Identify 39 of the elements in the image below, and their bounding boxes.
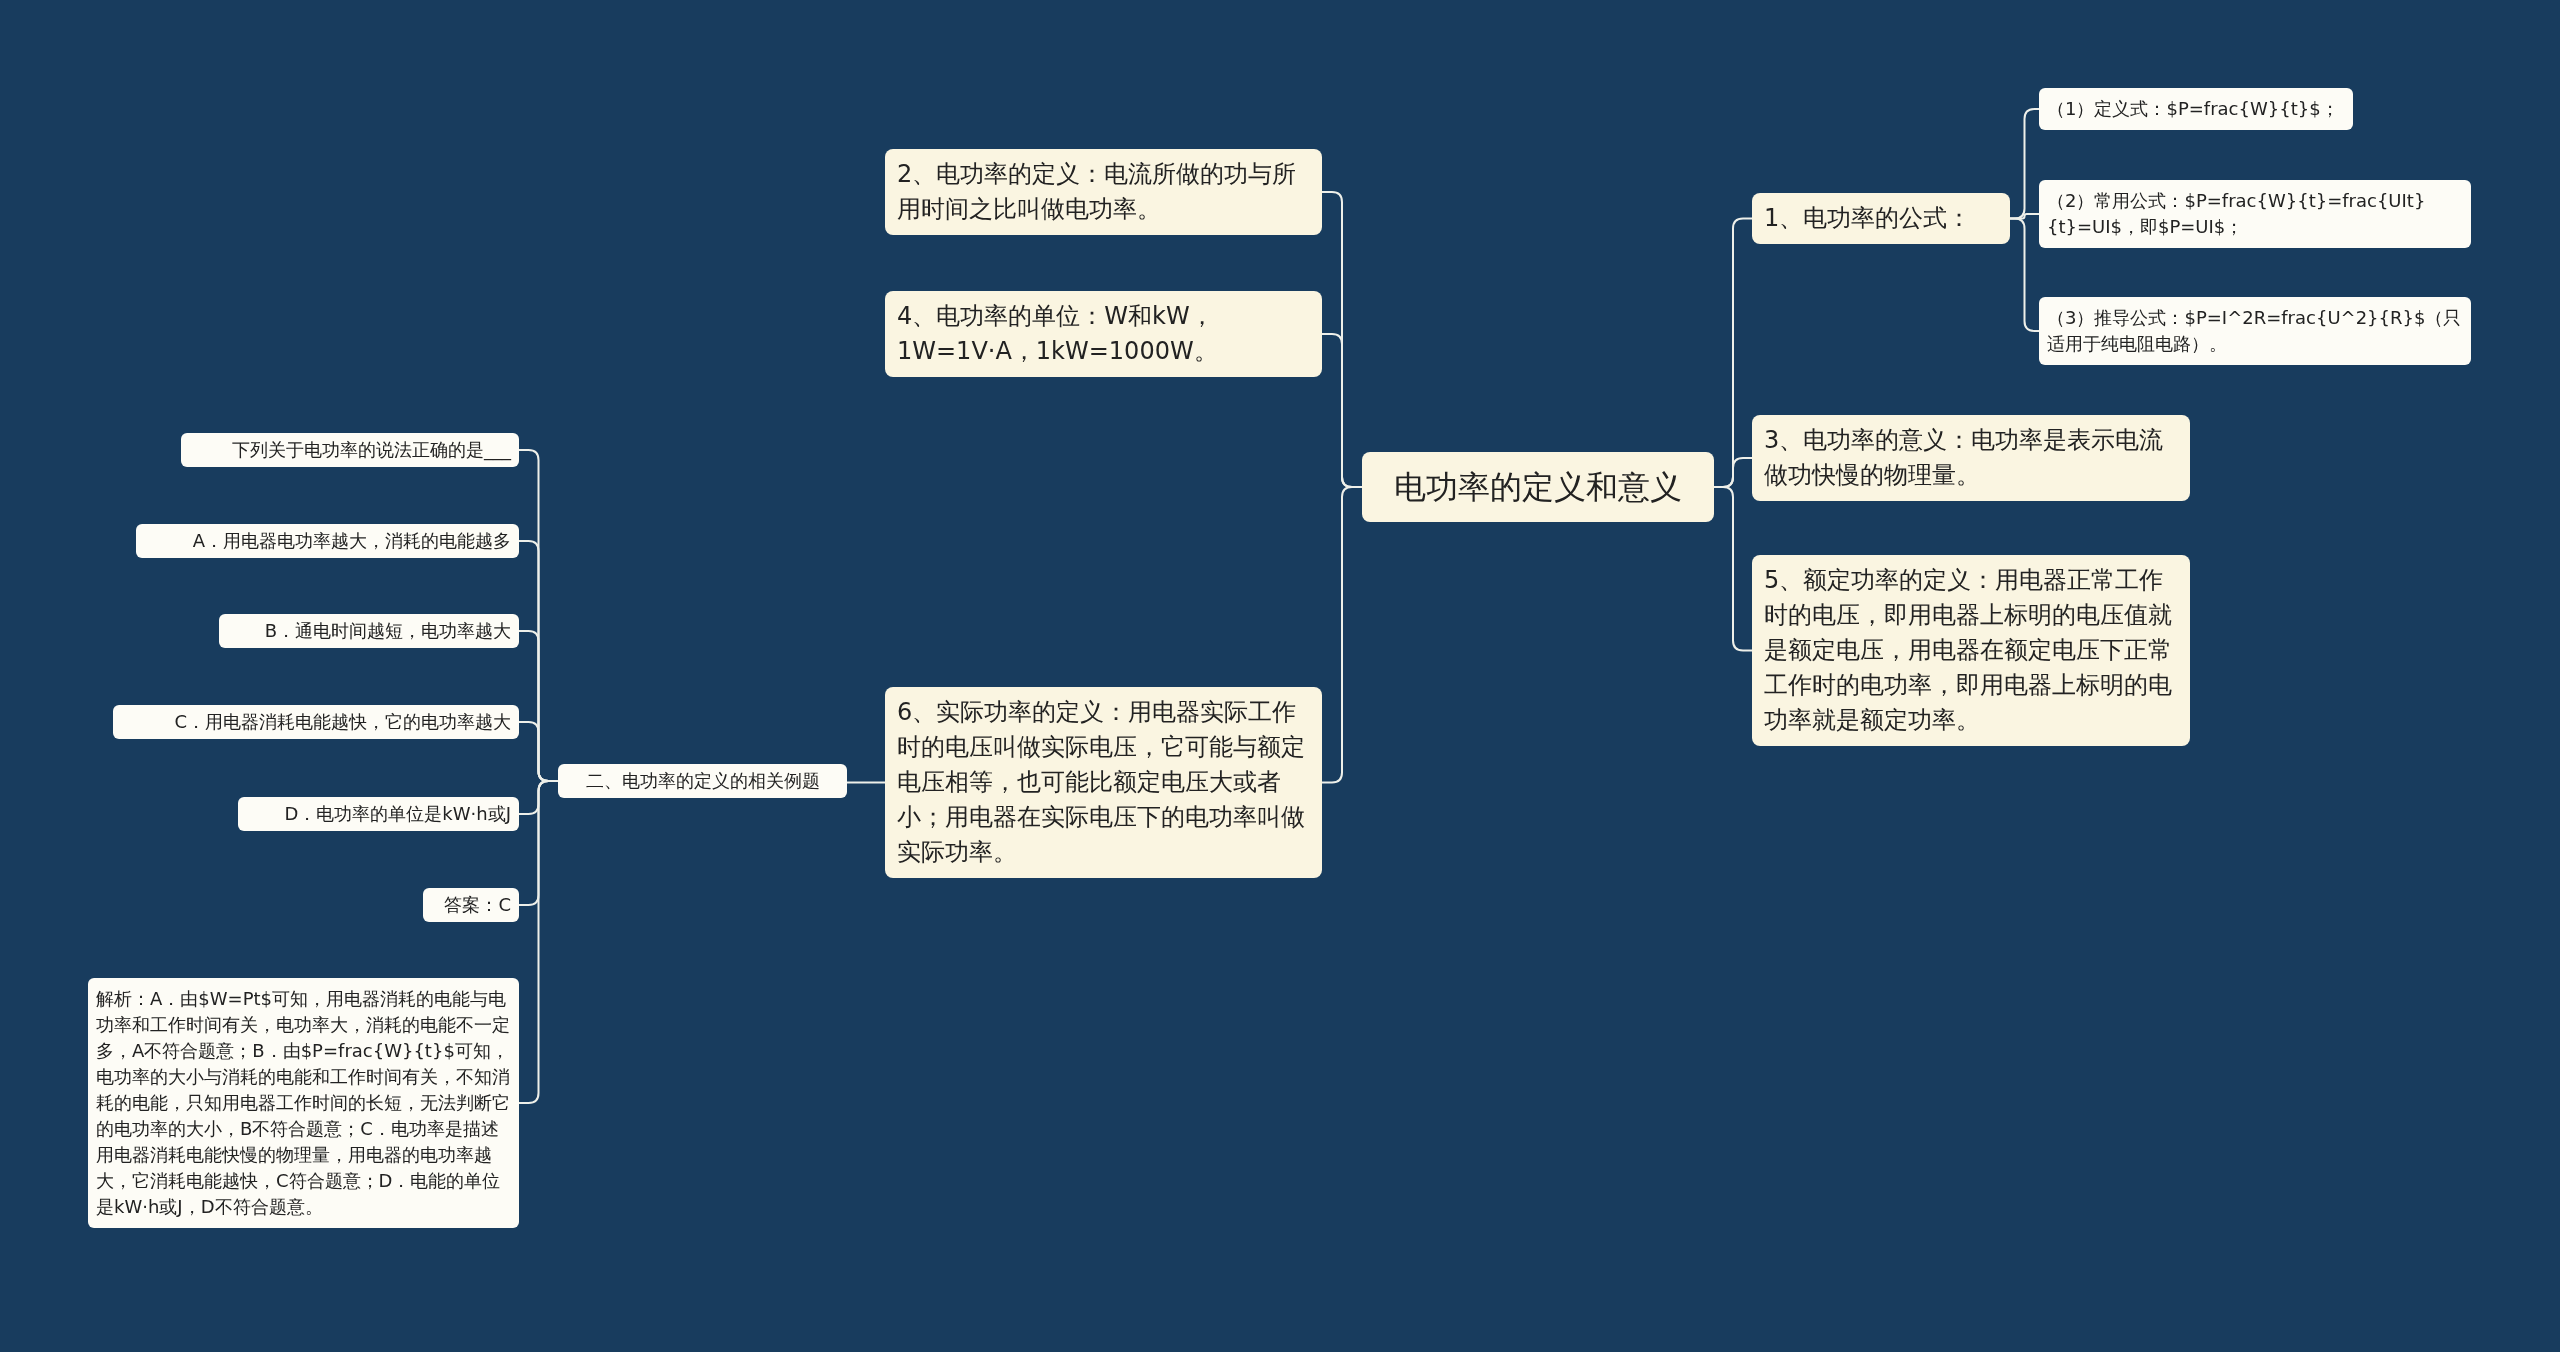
connector: [1321, 486, 1363, 784]
topic-box: [1752, 415, 2190, 501]
node-text: 4、电功率的单位：W和kW，1W=1V·A，1kW=1000W。: [897, 301, 1219, 367]
node-text: 电功率的定义和意义: [1393, 467, 1683, 508]
node-text: 2、电功率的定义：电流所做的功与所用时间之比叫做电功率。: [897, 159, 1298, 225]
topic-box: [1752, 555, 2190, 746]
node-text: 3、电功率的意义：电功率是表示电流做功快慢的物理量。: [1764, 425, 2165, 491]
node-text: （1）定义式：$P=frac{W}{t}$；: [2047, 97, 2340, 121]
node-text: 5、额定功率的定义：用电器正常工作时的电压，即用电器上标明的电压值就是额定电压，用电器在额定电压下正常工作时的电功率，即用电器上标明的电功率就是额定功率。: [1764, 565, 2173, 736]
subtopic-box: [2039, 297, 2471, 365]
subtopic-box: [238, 797, 519, 831]
subtopic-box: [181, 433, 519, 467]
node-text: 1、电功率的公式：: [1764, 203, 1973, 234]
node-text: C．用电器消耗电能越快，它的电功率越大: [173, 710, 511, 734]
node-text: B．通电时间越短，电功率越大: [263, 619, 511, 643]
topic-box: [885, 687, 1322, 878]
connector: [1713, 486, 1753, 652]
node-text: 二、电功率的定义的相关例题: [584, 769, 821, 793]
topic-box: [885, 149, 1322, 235]
topic-box: [558, 764, 847, 798]
subtopic-box: [423, 888, 519, 922]
node-text: 6、实际功率的定义：用电器实际工作时的电压叫做实际电压，它可能与额定电压相等，也可能比额定电压大或者小；用电器在实际电压下的电功率叫做实际功率。: [897, 697, 1306, 868]
subtopic-box: [2039, 180, 2471, 248]
node-text: 答案：C: [443, 893, 511, 917]
subtopic-box: [219, 614, 519, 648]
subtopic-box: [136, 524, 519, 558]
node-text: 下列关于电功率的说法正确的是___: [231, 438, 511, 463]
node-text: 解析：A．由$W=Pt$可知，用电器消耗的电能与电功率和工作时间有关，电功率大，消耗的电能不一定多，A不符合题意；B．由$P=frac{W}{t}$可知，电功率的大小与消耗的电能和工作时间有关，不知消耗的电能，只知用电器工作时间的长短，无法判断它的电功率的大小，B不符合题意；C．电功率是描述用电器消耗电能快慢的物理量，用电器的电功率越大，它消耗电能越快，C符合题意；D．电能的单位是kW·h或J，D不符合题意。: [96, 987, 511, 1219]
subtopic-box: [113, 705, 519, 739]
connector: [846, 781, 886, 784]
connector: [518, 780, 559, 1104]
topic-box: [885, 291, 1322, 377]
node-text: A．用电器电功率越大，消耗的电能越多: [191, 529, 511, 553]
topic-box: [1752, 193, 2010, 244]
subtopic-box: [2039, 88, 2353, 130]
node-text: D．电功率的单位是kW·h或J: [283, 802, 511, 826]
central-topic: [1362, 452, 1714, 522]
node-text: （2）常用公式：$P=frac{W}{t}=frac{UIt}{t}=UI$，即$P=UI$；: [2047, 189, 2427, 239]
node-text: （3）推导公式：$P=I^2R=frac{U^2}{R}$（只适用于纯电阻电路）。: [2047, 306, 2463, 356]
